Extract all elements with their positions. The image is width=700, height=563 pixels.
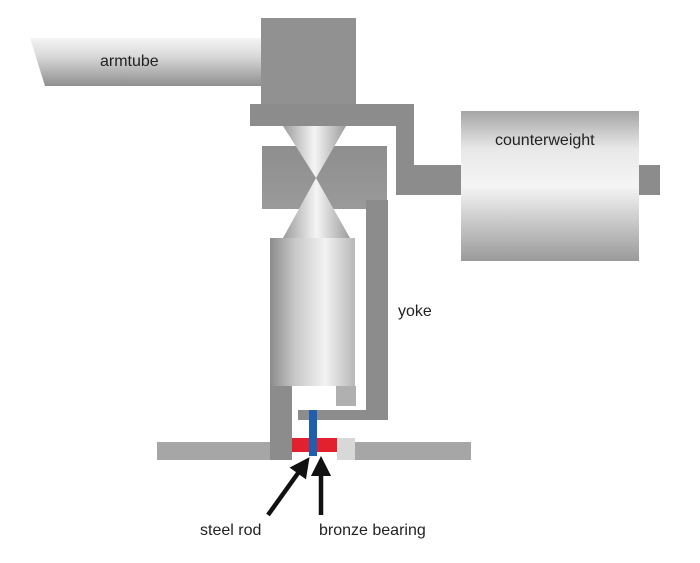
pivot-cylinder [270,238,355,388]
cylinder-skirt-left [270,386,292,460]
steel-rod-label: steel rod [200,522,261,539]
armtube [30,38,262,86]
top-mount-block [261,18,356,108]
yoke-label: yoke [398,303,432,320]
bearing-housing-right [337,438,355,460]
lower-cone [283,178,350,238]
cylinder-notch [292,386,336,392]
counterweight [461,111,639,261]
yoke-arm-horizontal [396,165,462,195]
cylinder-skirt-right [336,386,356,406]
steel-rod [309,410,317,456]
base-plate-right [355,442,471,460]
base-plate-left [157,442,275,460]
counterweight-shaft [636,165,660,195]
yoke-top-bar [250,104,410,126]
upper-cone [283,126,346,178]
armtube-label: armtube [100,53,159,70]
steel-rod-arrow [266,457,310,517]
yoke [298,200,388,420]
bronze-bearing-label: bronze bearing [319,522,426,539]
counterweight-label: counterweight [495,132,595,149]
